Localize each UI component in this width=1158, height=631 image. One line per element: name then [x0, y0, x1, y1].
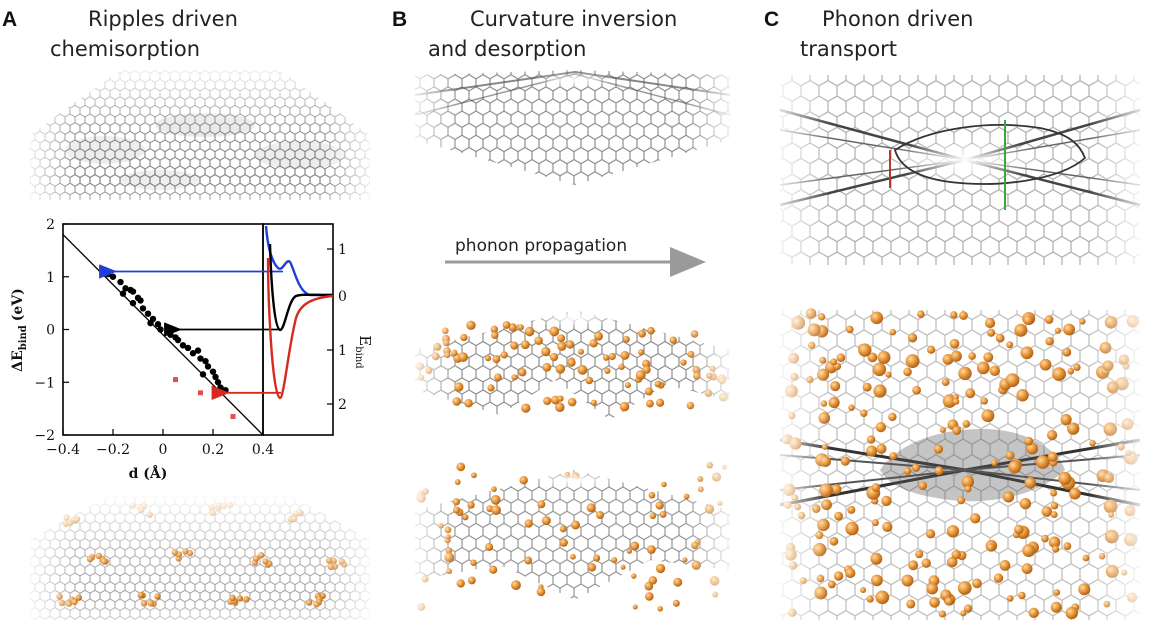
panel-b-title-line2: and desorption — [428, 37, 586, 61]
blue-energy-curve — [264, 225, 333, 297]
panel-b-title-line1: Curvature inversion — [470, 7, 677, 31]
data-point — [137, 297, 144, 304]
x-tick-label: 0.4 — [252, 442, 274, 458]
right-tick-label: 0 — [338, 289, 347, 305]
data-point — [174, 336, 182, 344]
x-tick-label: −0.4 — [46, 442, 80, 458]
x-axis-ticks: −0.4 −0.2 0 0.2 0.4 — [46, 429, 274, 458]
panel-c-top-sheet — [775, 70, 1145, 270]
phonon-propagation-label: phonon propagation — [455, 236, 627, 256]
black-energy-curve — [268, 243, 334, 332]
right-tick-label: 1 — [338, 242, 347, 258]
outlier-point — [198, 390, 203, 396]
panel-c-bottom-sheet — [775, 305, 1145, 625]
data-point — [214, 379, 222, 386]
panel-letter-a: A — [2, 8, 17, 31]
data-point — [129, 288, 137, 295]
y-axis-ticks: −2 −1 0 1 2 — [34, 217, 69, 444]
outlier-point — [173, 377, 178, 383]
data-point — [209, 368, 217, 375]
fit-line — [62, 234, 264, 436]
panel-a-adsorbed-sheet — [25, 490, 375, 625]
panel-c-title-line2: transport — [800, 37, 897, 61]
data-point — [212, 373, 219, 381]
x-axis-label: d (Å) — [129, 464, 168, 482]
data-point — [129, 299, 137, 307]
panel-letter-b: B — [392, 8, 407, 31]
data-point — [119, 290, 127, 297]
data-point — [144, 310, 152, 317]
data-point — [109, 273, 117, 280]
data-points — [102, 268, 236, 420]
panel-b-bottom-sheet — [410, 460, 735, 620]
data-point — [147, 319, 154, 327]
panel-letter-c: C — [764, 8, 779, 31]
panel-c-title-line1: Phonon driven — [822, 7, 973, 31]
panel-a-rippled-sheet — [25, 60, 375, 210]
y-tick-label: 2 — [46, 217, 55, 233]
right-axis-ticks: 1 0 1 2 — [327, 242, 347, 413]
energy-arrows — [99, 264, 283, 400]
red-energy-curve — [266, 257, 334, 400]
data-point — [197, 355, 204, 362]
data-point — [202, 357, 209, 365]
y-tick-label: −2 — [34, 428, 55, 444]
data-point — [154, 321, 162, 328]
data-point — [204, 363, 212, 370]
data-point — [184, 344, 192, 352]
y-axis-label: ΔEbind(eV) — [10, 288, 29, 372]
y-tick-label: 1 — [46, 270, 55, 286]
data-point — [122, 285, 129, 292]
binding-energy-chart: −2 −1 0 1 2 −0.4 −0.2 0 0.2 0.4 1 0 1 2 d (Å) ΔEbin… — [10, 217, 374, 482]
data-point — [199, 371, 207, 378]
data-point — [179, 342, 187, 349]
x-tick-label: −0.2 — [96, 442, 130, 458]
right-tick-label: 1 — [338, 343, 347, 359]
data-point — [189, 350, 197, 357]
panel-a-title-line1: Ripples driven — [88, 7, 238, 31]
right-axis-label: Ebind — [353, 335, 374, 369]
right-tick-label: 2 — [338, 397, 347, 413]
data-point — [117, 278, 124, 286]
panel-b-middle-sheet — [410, 300, 735, 430]
y-tick-label: 0 — [46, 323, 55, 339]
x-tick-label: 0.2 — [202, 442, 224, 458]
data-point — [139, 305, 147, 312]
data-point — [194, 347, 202, 354]
y-tick-label: −1 — [34, 375, 55, 391]
panel-b-curved-sheet — [410, 65, 735, 190]
data-point — [157, 326, 164, 333]
x-tick-label: 0 — [159, 442, 168, 458]
panel-a-title-line2: chemisorption — [50, 37, 200, 61]
outlier-point — [230, 414, 236, 420]
